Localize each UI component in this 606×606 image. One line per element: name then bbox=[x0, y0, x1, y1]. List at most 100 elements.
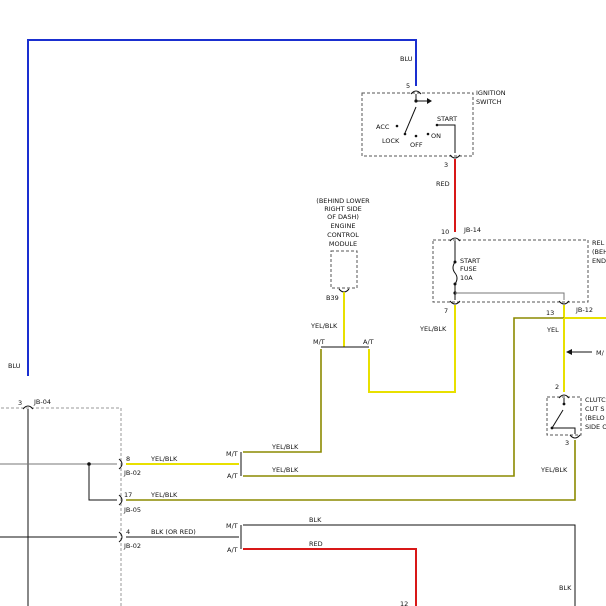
clutch-out-label: YEL/BLK bbox=[540, 466, 568, 474]
ignition-contact-on bbox=[426, 132, 430, 136]
ignition-arrow-head bbox=[427, 98, 432, 104]
ignition-pos-lock: LOCK bbox=[382, 137, 400, 145]
jb12-yel-label: YEL bbox=[546, 326, 559, 334]
ecm-pin-b39: B39 bbox=[326, 294, 339, 302]
bottom-split-mt: M/T bbox=[226, 522, 238, 530]
ecm-box bbox=[330, 250, 358, 289]
clutch-terminal-top bbox=[558, 394, 570, 399]
jb12-yel-return bbox=[243, 317, 564, 477]
jb-side-label-1: REL bbox=[592, 239, 605, 247]
fuse-yel-label: YEL/BLK bbox=[419, 325, 447, 333]
ignition-terminal-bottom bbox=[449, 154, 461, 159]
bottom-blk-label: BLK bbox=[309, 516, 322, 524]
left-conn-17: JB-05 bbox=[123, 506, 141, 514]
bottom-red-wire bbox=[243, 548, 417, 606]
ignition-start-link bbox=[437, 124, 456, 153]
bottom-red-label: RED bbox=[309, 540, 323, 548]
clutch-contact-top bbox=[562, 402, 566, 406]
jb-terminal-bottom-right bbox=[558, 300, 570, 305]
left-pin-17: 17 bbox=[124, 491, 132, 499]
ignition-pos-on: ON bbox=[431, 132, 441, 140]
ecm-terminal bbox=[338, 288, 350, 293]
jb-internal-bus bbox=[455, 292, 565, 300]
clutch-label-2: CUT S bbox=[585, 405, 604, 413]
jb-12-label: JB-12 bbox=[575, 306, 593, 314]
left-row-17-line bbox=[88, 464, 117, 501]
clutch-switch-arm bbox=[551, 409, 564, 429]
jb-14-label: JB-14 bbox=[463, 226, 481, 234]
row-mt-in-label: YEL/BLK bbox=[271, 443, 299, 451]
clutch-label-3: (BELO bbox=[585, 414, 605, 422]
ignition-pos-acc: ACC bbox=[376, 123, 390, 131]
ignition-switch-pin-5: 5 bbox=[406, 82, 410, 90]
jb-terminal-bottom-left bbox=[449, 300, 461, 305]
clutch-out-wire bbox=[126, 440, 576, 501]
clutch-pin-3: 3 bbox=[565, 439, 569, 447]
jb-pin-7: 7 bbox=[444, 307, 448, 315]
left-conn-8: JB-02 bbox=[123, 469, 141, 477]
clutch-switch-box bbox=[546, 396, 582, 436]
jb-terminal-top bbox=[449, 237, 461, 242]
ignition-pos-start: START bbox=[437, 115, 457, 123]
row-yel-label-1: YEL/BLK bbox=[150, 455, 178, 463]
ignition-contact-off bbox=[414, 134, 418, 138]
blu-wire bbox=[27, 39, 417, 376]
jb-side-label-2: (BEH bbox=[592, 248, 606, 256]
bottom-blk-wire bbox=[243, 524, 576, 606]
ignition-switch-title-2: SWITCH bbox=[476, 98, 502, 106]
left-conn-4: JB-02 bbox=[123, 542, 141, 550]
clutch-terminal-bottom bbox=[569, 434, 581, 439]
clutch-line-bottom bbox=[552, 427, 576, 434]
ignition-contact-lock bbox=[403, 132, 407, 136]
clutch-label-4: SIDE O bbox=[585, 423, 606, 431]
ecm-split-at: A/T bbox=[363, 338, 374, 346]
left-block-jb04: JB-04 bbox=[33, 398, 51, 406]
left-pin-8: 8 bbox=[126, 455, 130, 463]
left-pin-8-terminal bbox=[118, 458, 123, 470]
row-split-mt: M/T bbox=[226, 450, 238, 458]
clutch-pin-2: 2 bbox=[555, 383, 559, 391]
jb-pin-10: 10 bbox=[441, 228, 449, 236]
fuse-element bbox=[452, 261, 458, 285]
ecm-name-3: MODULE bbox=[329, 240, 357, 248]
ignition-contact-acc bbox=[395, 124, 399, 128]
ignition-switch-arm bbox=[404, 106, 417, 134]
left-block-box bbox=[0, 407, 122, 606]
ecm-note-2: RIGHT SIDE bbox=[324, 205, 362, 213]
row-split-at: A/T bbox=[227, 472, 238, 480]
left-block-pin-3: 3 bbox=[18, 399, 22, 407]
clutch-label-1: CLUTC bbox=[585, 396, 606, 404]
jb-side-label-3: END bbox=[592, 257, 606, 265]
ecm-note-1: (BEHIND LOWER bbox=[316, 197, 370, 205]
clutch-mt-arrow-label: M/ bbox=[596, 349, 605, 357]
clutch-mt-arrow-head bbox=[566, 349, 572, 355]
left-block-terminal-top bbox=[22, 405, 34, 410]
ecm-note-3: OF DASH) bbox=[327, 213, 359, 221]
ecm-at-wire bbox=[368, 305, 456, 393]
bottom-split-at: A/T bbox=[227, 546, 238, 554]
ecm-mt-wire bbox=[243, 349, 322, 453]
blu-left-label: BLU bbox=[8, 362, 21, 370]
fuse-label-2: FUSE bbox=[460, 265, 477, 273]
red-switch-label: RED bbox=[436, 180, 450, 188]
row-yel-label-2: YEL/BLK bbox=[150, 491, 178, 499]
bottom-right-pin: 12 bbox=[400, 600, 408, 606]
ecm-split-mt: M/T bbox=[313, 338, 325, 346]
bottom-right-blk-label: BLK bbox=[559, 584, 572, 592]
bottom-blk-or-red-label: BLK (OR RED) bbox=[151, 528, 196, 536]
ignition-pos-off: OFF bbox=[410, 141, 423, 149]
fuse-label-1: START bbox=[460, 257, 480, 265]
row-at-in-label: YEL/BLK bbox=[271, 466, 299, 474]
ignition-switch-pin-3: 3 bbox=[444, 161, 448, 169]
ignition-terminal-top bbox=[410, 90, 422, 95]
left-pin-4-terminal bbox=[118, 531, 123, 543]
ecm-yel-label: YEL/BLK bbox=[310, 322, 338, 330]
blu-top-label: BLU bbox=[400, 55, 413, 63]
ignition-switch-title-1: IGNITION bbox=[476, 89, 506, 97]
junction-block-box bbox=[432, 239, 589, 303]
ecm-name-2: CONTROL bbox=[327, 231, 359, 239]
fuse-label-3: 10A bbox=[460, 274, 473, 282]
left-pin-17-terminal bbox=[118, 494, 123, 506]
jb-pin-13: 13 bbox=[546, 309, 554, 317]
